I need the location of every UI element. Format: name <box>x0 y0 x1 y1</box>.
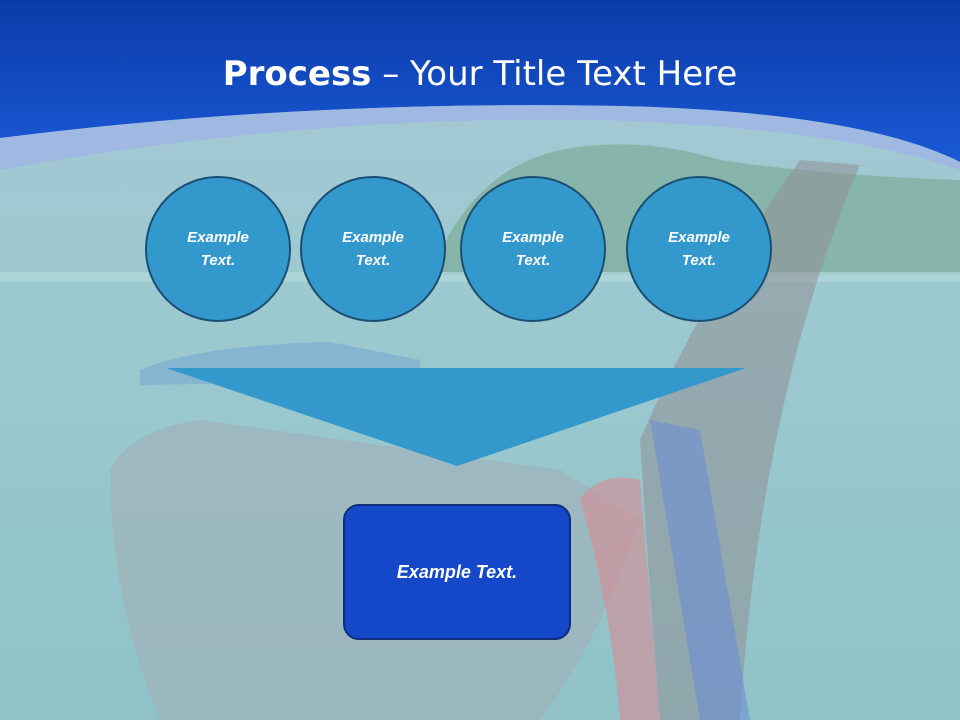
circle-3-text: Example Text. <box>502 229 564 269</box>
circle-2-text: Example Text. <box>342 229 404 269</box>
process-step-circle-2: Example Text. <box>300 176 446 322</box>
title-rest: – Your Title Text Here <box>371 54 738 94</box>
circle-1-text: Example Text. <box>187 229 249 269</box>
circle-4-text: Example Text. <box>668 229 730 269</box>
process-step-circle-3: Example Text. <box>460 176 606 322</box>
header-band <box>0 0 960 162</box>
slide-title: Process – Your Title Text Here <box>0 52 960 96</box>
process-step-circle-1: Example Text. <box>145 176 291 322</box>
process-result-box: Example Text. <box>343 504 571 640</box>
header-swoosh <box>0 105 960 170</box>
title-bold: Process <box>222 54 372 94</box>
process-step-circle-4: Example Text. <box>626 176 772 322</box>
process-funnel <box>166 368 746 466</box>
prow-ribbon-red <box>580 477 660 720</box>
prow-ribbon-blue <box>650 420 750 720</box>
result-box-text: Example Text. <box>396 561 518 582</box>
